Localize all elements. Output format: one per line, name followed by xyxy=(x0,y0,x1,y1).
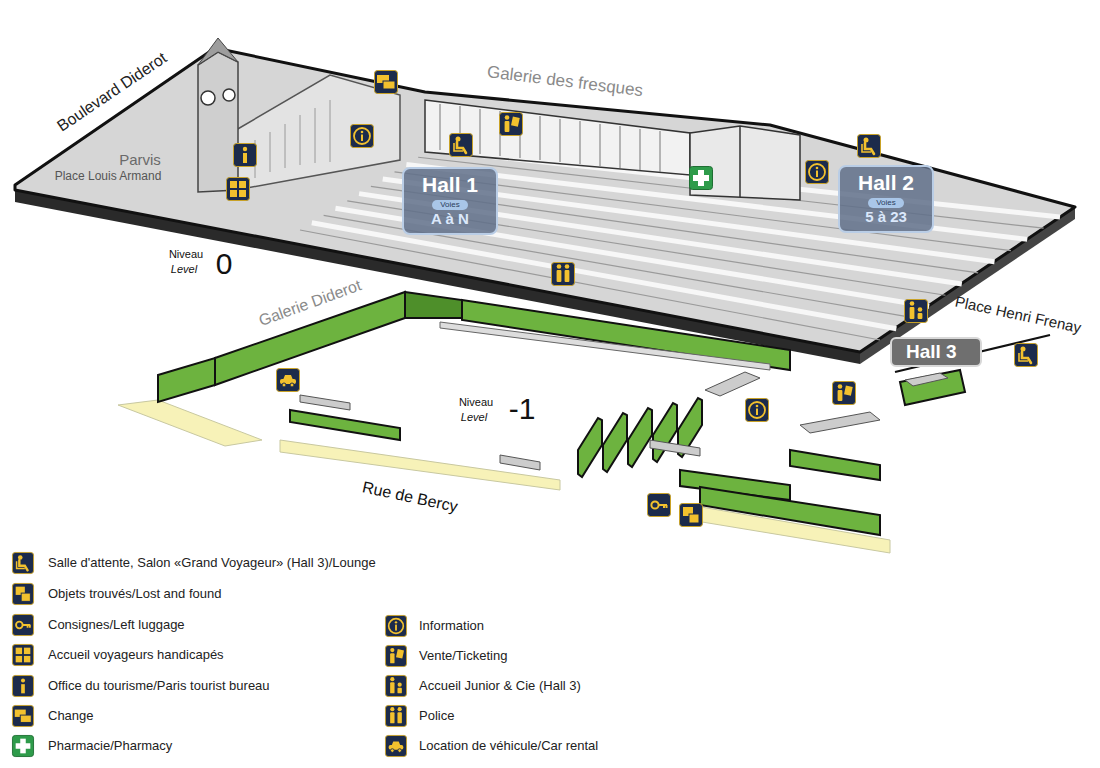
legend-text: Pharmacie/Pharmacy xyxy=(48,738,172,754)
track-tag-row: Voies xyxy=(416,197,484,210)
stair-wall xyxy=(603,413,627,472)
icon-layer xyxy=(12,71,1037,757)
legend-text: Salle d'attente, Salon «Grand Voyageur» … xyxy=(48,555,376,571)
map-label: -1 xyxy=(509,392,536,425)
police-icon xyxy=(552,263,575,286)
car-icon xyxy=(277,369,300,392)
map-label: Parvis xyxy=(119,152,161,169)
handicap-icon xyxy=(12,644,33,665)
legend-text: Vente/Ticketing xyxy=(419,648,507,664)
escalator xyxy=(905,373,948,386)
escalator xyxy=(500,455,540,470)
clock xyxy=(201,91,215,105)
legend-text: Police xyxy=(419,708,454,724)
tower-roof xyxy=(198,38,238,65)
corridor-floor xyxy=(118,400,262,446)
lost-icon xyxy=(680,504,703,527)
green-wall xyxy=(405,292,462,318)
map-label: Place Henri Frenay xyxy=(953,294,1082,337)
track-line xyxy=(359,194,962,284)
hall-title: Hall 1 xyxy=(416,173,484,197)
info-icon xyxy=(806,161,829,184)
building-windows xyxy=(255,100,330,178)
escalator xyxy=(650,440,700,456)
legend-text: Consignes/Left luggage xyxy=(48,617,185,633)
escalator xyxy=(705,372,760,396)
tourism-icon xyxy=(234,144,257,167)
info-icon xyxy=(746,399,769,422)
stair-wall xyxy=(653,403,677,462)
slab-top xyxy=(15,48,1075,352)
hall-title: Hall 2 xyxy=(852,171,920,195)
ticket-icon xyxy=(500,113,523,136)
ticket-icon xyxy=(385,645,406,666)
tourism-icon xyxy=(12,675,33,696)
track-tag-row: Voies xyxy=(852,195,920,208)
legend-text: Objets trouvés/Lost and found xyxy=(48,586,221,602)
legend-text: Office du tourisme/Paris tourist bureau xyxy=(48,678,270,694)
track-range: 5 à 23 xyxy=(852,208,920,226)
luggage-icon xyxy=(12,614,33,635)
galerie-building xyxy=(425,100,690,175)
escalator xyxy=(300,395,350,410)
track-tag: Voies xyxy=(432,200,468,210)
legend-text: Accueil Junior & Cie (Hall 3) xyxy=(419,678,581,694)
hall2-building xyxy=(690,126,800,200)
stair-wall xyxy=(578,418,602,477)
change-icon xyxy=(12,705,33,726)
hall-box: Hall 1 VoiesA à N xyxy=(402,167,498,235)
map-label: Level xyxy=(461,411,487,423)
escalator xyxy=(800,412,880,433)
map-label: Galerie des fresques xyxy=(486,63,644,101)
lounge-icon xyxy=(858,135,881,158)
escalator xyxy=(440,322,770,370)
corridor-floor xyxy=(280,440,560,490)
green-wall xyxy=(790,450,880,480)
map-label: Level xyxy=(171,263,197,275)
lost-icon xyxy=(12,583,33,604)
map-label: Rue de Bercy xyxy=(361,478,459,515)
map-label: 0 xyxy=(216,247,233,280)
luggage-icon xyxy=(648,494,671,517)
change-icon xyxy=(375,71,398,94)
legend-text: Accueil voyageurs handicapés xyxy=(48,647,224,663)
galerie-windows xyxy=(440,104,660,172)
map-label: Niveau xyxy=(459,396,493,408)
clock xyxy=(223,89,235,101)
hall-box: Hall 2 Voies5 à 23 xyxy=(838,165,934,233)
pharmacy-icon xyxy=(12,735,33,756)
lounge-icon xyxy=(1015,344,1038,367)
map-label: Place Louis Armand xyxy=(55,170,162,183)
lounge-icon xyxy=(12,552,33,573)
hall-box: Hall 3 xyxy=(890,337,982,367)
handicap-icon xyxy=(227,178,250,201)
track-range: A à N xyxy=(416,210,484,228)
green-wall xyxy=(158,358,215,402)
hall-title: Hall 3 xyxy=(906,341,966,363)
legend-text: Change xyxy=(48,708,94,724)
legend-text: Information xyxy=(419,618,484,634)
info-icon xyxy=(351,125,374,148)
info-icon xyxy=(385,615,406,636)
junior-icon xyxy=(905,300,928,323)
green-wall xyxy=(700,487,880,535)
clock-tower xyxy=(198,52,238,192)
pharmacy-icon xyxy=(690,167,713,190)
stair-wall xyxy=(628,408,652,467)
car-icon xyxy=(385,735,406,756)
legend-text: Location de véhicule/Car rental xyxy=(419,738,598,754)
track-tag: Voies xyxy=(868,198,904,208)
map-label: Niveau xyxy=(169,248,203,260)
ticket-icon xyxy=(833,382,856,405)
tracks xyxy=(300,150,1060,340)
police-icon xyxy=(385,705,406,726)
green-wall xyxy=(900,370,965,405)
green-wall xyxy=(290,410,400,440)
junior-icon xyxy=(385,675,406,696)
lounge-icon xyxy=(450,134,473,157)
